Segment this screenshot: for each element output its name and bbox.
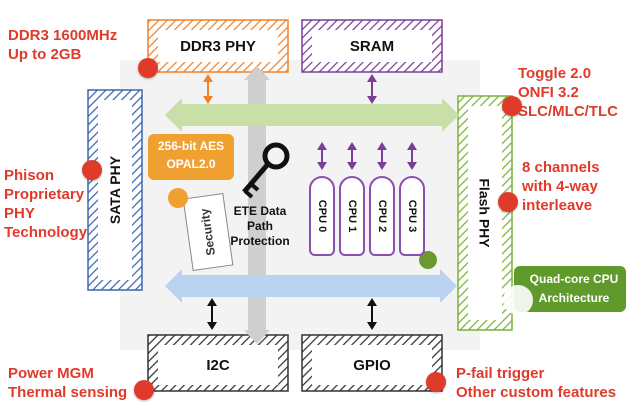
cpu-1: CPU 1 [339, 176, 365, 256]
aes-dot [168, 188, 188, 208]
channels-callout-line-3: interleave [522, 197, 593, 214]
cpu-0: CPU 0 [309, 176, 335, 256]
gpio-label: GPIO [353, 356, 391, 374]
quad-core-badge [514, 266, 626, 312]
ete-label: ETE Data Path Protection [222, 204, 298, 249]
ddr3-phy-label: DDR3 PHY [180, 37, 256, 55]
power-callout-line-2: Thermal sensing [8, 384, 128, 401]
sata-phy-label: SATA PHY [107, 155, 124, 225]
phison-callout-line-2: Proprietary [4, 186, 85, 203]
ddr3-callout: DDR3 1600MHz Up to 2GB [8, 26, 117, 64]
ete-label-line-2: Path [246, 219, 273, 233]
cpu-3: CPU 3 [399, 176, 425, 256]
sram-label: SRAM [349, 37, 395, 55]
cpu-2: CPU 2 [369, 176, 395, 256]
key-icon [242, 142, 290, 199]
channels-callout-dot [498, 192, 518, 212]
power-callout: Power MGM Thermal sensing [8, 364, 127, 402]
channels-callout-line-1: 8 channels [522, 159, 600, 176]
vertical-bus [248, 76, 266, 334]
channels-callout-line-2: with 4-way [522, 178, 598, 195]
bottom-bus [180, 275, 442, 297]
quad-core-label: Quad-core CPU Architecture [524, 270, 624, 308]
io-arrows [207, 298, 377, 330]
toggle-callout-line-2: ONFI 3.2 [518, 84, 579, 101]
ddr3-arrow [203, 74, 213, 104]
toggle-callout-line-3: SLC/MLC/TLC [518, 103, 618, 120]
ete-label-line-3: Protection [230, 234, 290, 248]
aes-badge [148, 134, 234, 180]
ddr3-callout-line-2: Up to 2GB [8, 46, 82, 63]
quad-core-label-line-2: Architecture [538, 291, 610, 305]
aes-label-line-2: OPAL2.0 [166, 157, 216, 171]
phison-callout: Phison Proprietary PHY Technology [4, 166, 87, 242]
i2c-label: I2C [206, 356, 230, 374]
ete-label-line-1: ETE Data [233, 204, 287, 218]
security-box [182, 193, 234, 271]
toggle-callout-dot [502, 96, 522, 116]
cpu-arrows [317, 142, 417, 170]
pfail-callout-line-1: P-fail trigger [456, 365, 545, 382]
toggle-callout: Toggle 2.0 ONFI 3.2 SLC/MLC/TLC [518, 64, 618, 121]
top-bus [180, 104, 444, 126]
ddr3-callout-dot [138, 58, 158, 78]
quad-core-label-line-1: Quad-core CPU [529, 272, 619, 286]
sram-arrow [367, 74, 377, 104]
flash-phy-label: Flash PHY [477, 178, 493, 248]
toggle-callout-line-1: Toggle 2.0 [518, 65, 592, 82]
aes-label: 256-bit AES OPAL2.0 [148, 137, 234, 173]
power-callout-dot [134, 380, 154, 400]
channels-callout: 8 channels with 4-way interleave [522, 158, 600, 215]
cpu-dot [419, 251, 437, 269]
phison-callout-dot [82, 160, 102, 180]
pfail-callout-dot [426, 372, 446, 392]
pfail-callout-line-2: Other custom features [456, 384, 617, 401]
aes-label-line-1: 256-bit AES [157, 139, 225, 153]
pfail-callout: P-fail trigger Other custom features [456, 364, 616, 402]
phison-callout-line-4: Technology [4, 224, 88, 241]
phison-callout-line-3: PHY [4, 205, 35, 222]
phison-callout-line-1: Phison [4, 167, 55, 184]
power-callout-line-1: Power MGM [8, 365, 94, 382]
ddr3-callout-line-1: DDR3 1600MHz [8, 27, 118, 44]
